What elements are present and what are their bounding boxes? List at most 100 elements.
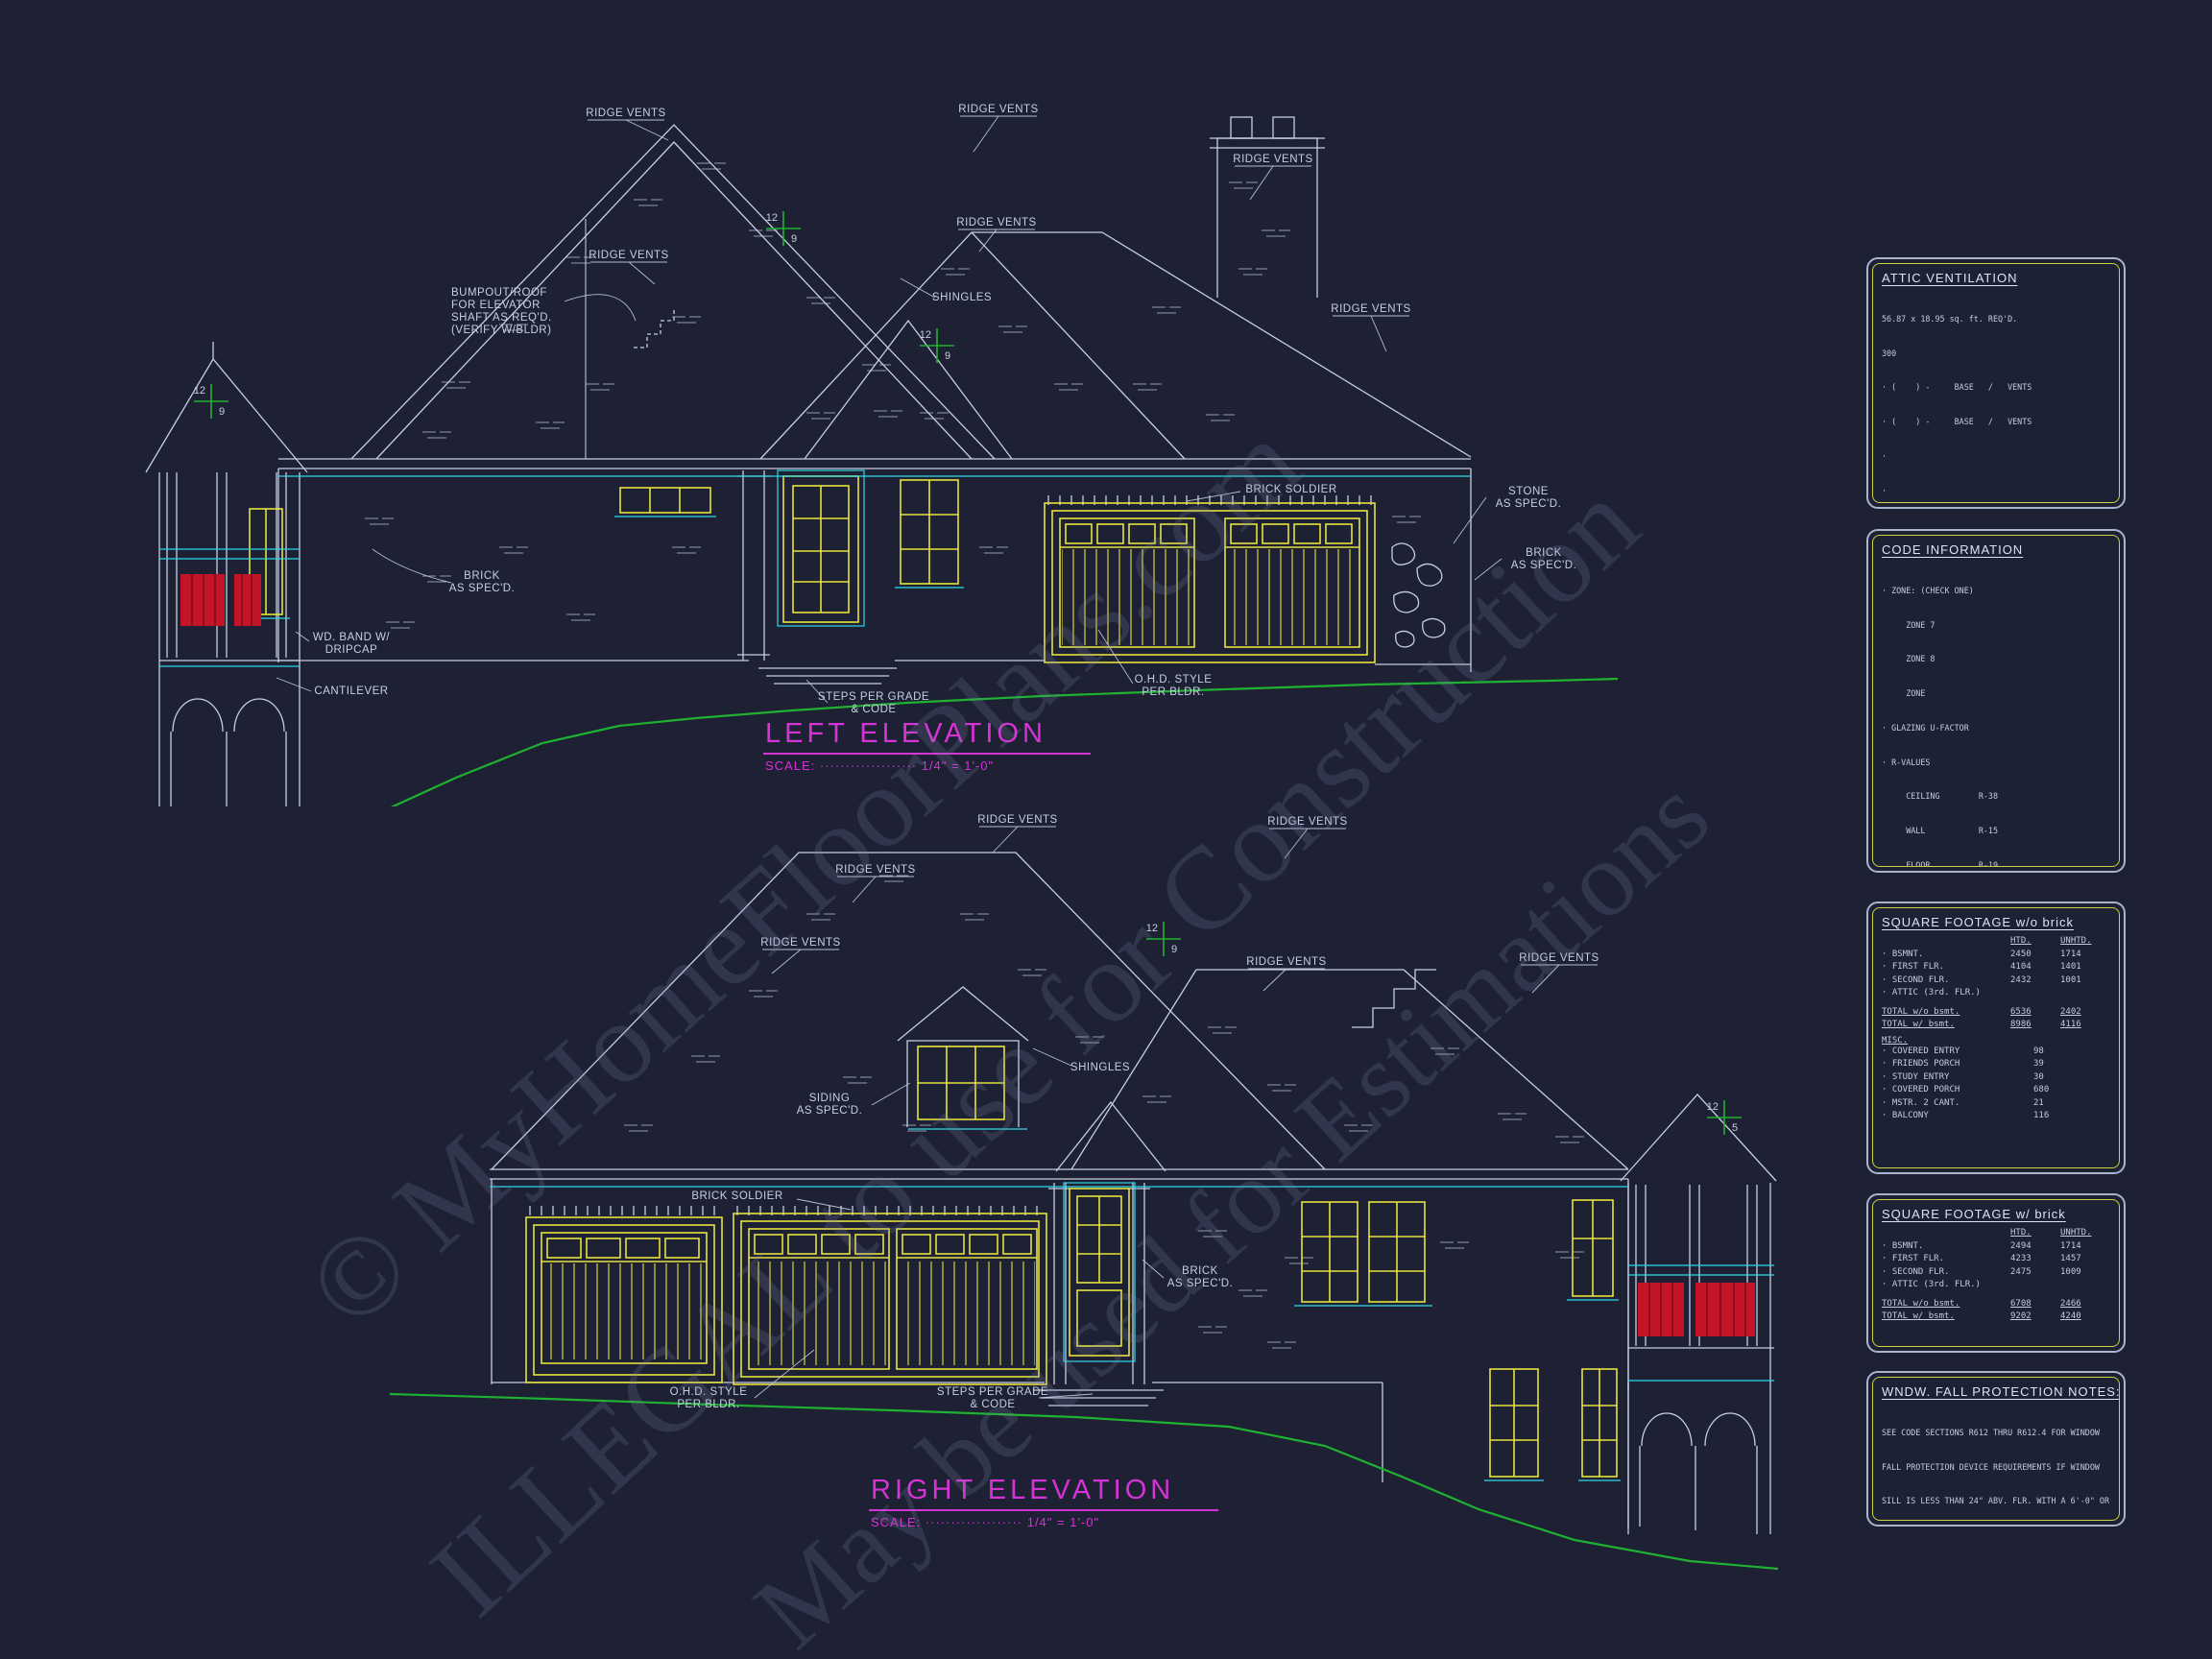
left-pitch-markers: 12 9 12 9 12 9: [194, 211, 954, 419]
steps-label: & CODE: [851, 704, 896, 715]
pitch-rise-label: 12: [1146, 923, 1158, 934]
panel-title-attic: ATTIC VENTILATION: [1882, 271, 2018, 285]
attic-line: 300: [1882, 348, 1897, 358]
cantilever-label: CANTILEVER: [314, 685, 388, 697]
sf-table-header: HTD. UNHTD.: [1882, 935, 2110, 949]
left-windows-and-doors: [249, 475, 1376, 663]
bumpout-note: (VERIFY W/BLDR): [451, 325, 551, 336]
pitch-rise-label: 12: [766, 212, 778, 224]
wd-band-label: WD. BAND W/: [313, 632, 391, 643]
right-elevation-drawing: 12 9 12 5 RIDGE VENTS RIDGE VENTS RIDGE …: [389, 814, 1779, 1571]
panel-title-sf-w-brick: SQUARE FOOTAGE w/ brick: [1882, 1207, 2066, 1221]
bumpout-note: BUMPOUT/ROOF: [451, 287, 547, 299]
right-structure: [490, 852, 1777, 1534]
pitch-rise-label: 12: [920, 329, 931, 341]
as-specd-label: AS SPEC'D.: [449, 583, 516, 594]
left-ground-line: [390, 677, 1619, 806]
panel-window-fall-protection: WNDW. FALL PROTECTION NOTES: SEE CODE SE…: [1866, 1371, 2126, 1527]
ohd-label: O.H.D. STYLE: [670, 1386, 748, 1398]
panel-attic-ventilation: ATTIC VENTILATION 56.87 x 18.95 sq. ft. …: [1866, 257, 2126, 509]
right-elevation-title: RIGHT ELEVATION: [869, 1475, 1219, 1511]
left-structure: [145, 116, 1472, 806]
code-line: · ZONE: (CHECK ONE): [1882, 585, 1974, 595]
panel-square-footage-w-brick: SQUARE FOOTAGE w/ brick HTD. UNHTD. · BS…: [1866, 1193, 2126, 1353]
ridge-vents-label: RIDGE VENTS: [589, 250, 668, 261]
ohd-label: PER BLDR.: [1142, 686, 1204, 698]
col-unhtd: UNHTD.: [2060, 936, 2092, 946]
as-specd-label: AS SPEC'D.: [1167, 1278, 1234, 1289]
pitch-run-label: 9: [1171, 944, 1177, 955]
sf-row: · ATTIC (3rd. FLR.): [1882, 988, 1981, 998]
ridge-vents-label: RIDGE VENTS: [1331, 303, 1410, 315]
left-elevation-title: LEFT ELEVATION: [763, 718, 1091, 755]
ridge-vents-label: RIDGE VENTS: [1246, 956, 1326, 968]
col-unhtd: UNHTD.: [2060, 1228, 2092, 1238]
wndw-line: SILL IS LESS THAN 24" ABV. FLR. WITH A 6…: [1882, 1496, 2109, 1506]
ridge-vents-label: RIDGE VENTS: [1233, 154, 1312, 165]
pitch-rise-label: 12: [1707, 1101, 1719, 1113]
ridge-vents-label: RIDGE VENTS: [1519, 952, 1599, 964]
brick-label: BRICK: [1182, 1265, 1218, 1277]
sf-table-header: HTD. UNHTD.: [1882, 1227, 2110, 1240]
steps-label: STEPS PER GRADE: [818, 691, 929, 703]
shingles-label: SHINGLES: [932, 292, 992, 303]
attic-line: · ( ) - BASE / VENTS: [1882, 417, 2032, 427]
wd-band-label: DRIPCAP: [325, 644, 378, 656]
pitch-run-label: 9: [219, 406, 225, 418]
code-line: ZONE: [1882, 688, 1926, 699]
right-elevation-scale: SCALE: ··················· 1/4" = 1'-0": [871, 1515, 1100, 1529]
code-line: ZONE 8: [1882, 654, 1936, 664]
siding-label: SIDING: [809, 1093, 851, 1104]
ridge-vents-label: RIDGE VENTS: [956, 217, 1036, 228]
ridge-vents-label: RIDGE VENTS: [977, 814, 1057, 826]
code-line: · GLAZING U-FACTOR: [1882, 722, 1969, 733]
left-annotations: RIDGE VENTS RIDGE VENTS RIDGE VENTS RIDG…: [313, 104, 1576, 715]
right-cyan-trim: [490, 1128, 1774, 1481]
right-annotations: RIDGE VENTS RIDGE VENTS RIDGE VENTS RIDG…: [670, 814, 1599, 1410]
brick-soldier-label: BRICK SOLDIER: [1245, 484, 1336, 495]
wndw-line: FALL PROTECTION DEVICE REQUIREMENTS IF W…: [1882, 1461, 2100, 1472]
attic-line: ·: [1882, 485, 1887, 495]
attic-line: ·: [1882, 450, 1887, 461]
brick-label: BRICK: [1526, 547, 1562, 559]
right-ground-line: [389, 1392, 1779, 1571]
misc-title: MISC.: [1882, 1035, 1909, 1046]
misc-row: · MSTR. 2 CANT.21: [1882, 1097, 2044, 1108]
attic-line: · ( ) - BASE / VENTS: [1882, 382, 2032, 393]
attic-line: 56.87 x 18.95 sq. ft. REQ'D.: [1882, 313, 2018, 324]
ridge-vents-label: RIDGE VENTS: [760, 937, 840, 949]
left-elevation-scale: SCALE: ··················· 1/4" = 1'-0": [765, 758, 995, 773]
pitch-rise-label: 12: [194, 385, 205, 397]
panel-code-information: CODE INFORMATION · ZONE: (CHECK ONE) ZON…: [1866, 529, 2126, 873]
pitch-run-label: 5: [1732, 1122, 1738, 1134]
code-line: ZONE 7: [1882, 619, 1936, 630]
pitch-run-label: 9: [945, 350, 950, 362]
as-specd-label: AS SPEC'D.: [797, 1105, 863, 1117]
right-red-accents: [1638, 1283, 1755, 1336]
code-line: WALL R-15: [1882, 826, 1999, 836]
panel-title-wndw: WNDW. FALL PROTECTION NOTES:: [1882, 1384, 2120, 1399]
ohd-label: O.H.D. STYLE: [1135, 674, 1213, 685]
left-leader-lines: [276, 115, 1503, 704]
right-windows-and-doors: [525, 1046, 1618, 1478]
panel-title-sf-wo-brick: SQUARE FOOTAGE w/o brick: [1882, 915, 2075, 929]
bumpout-note: SHAFT AS REQ'D.: [451, 312, 552, 324]
steps-label: & CODE: [970, 1399, 1015, 1410]
col-htd: HTD.: [2010, 936, 2032, 946]
sf-row: · ATTIC (3rd. FLR.): [1882, 1280, 1981, 1289]
